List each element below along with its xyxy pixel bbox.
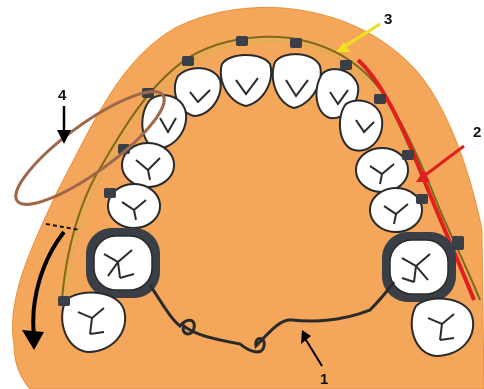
bracket: [182, 56, 194, 66]
bracket: [236, 36, 248, 46]
bracket: [416, 194, 428, 204]
label-1: 1: [320, 371, 328, 388]
bracket: [374, 94, 386, 104]
tooth-premolar-right-2: [370, 188, 422, 232]
bracket: [58, 296, 70, 306]
label-3: 3: [384, 11, 392, 28]
bracket: [402, 150, 414, 160]
bracket: [290, 38, 302, 48]
tooth-canine-right: [340, 101, 382, 151]
label-2: 2: [473, 124, 481, 141]
molar-right: [390, 240, 448, 294]
molar-left: [94, 236, 152, 290]
bracket: [104, 188, 116, 198]
bracket: [452, 236, 464, 250]
tooth-premolar-right-1: [356, 148, 408, 192]
bracket: [340, 60, 352, 70]
label-4: 4: [58, 87, 67, 104]
